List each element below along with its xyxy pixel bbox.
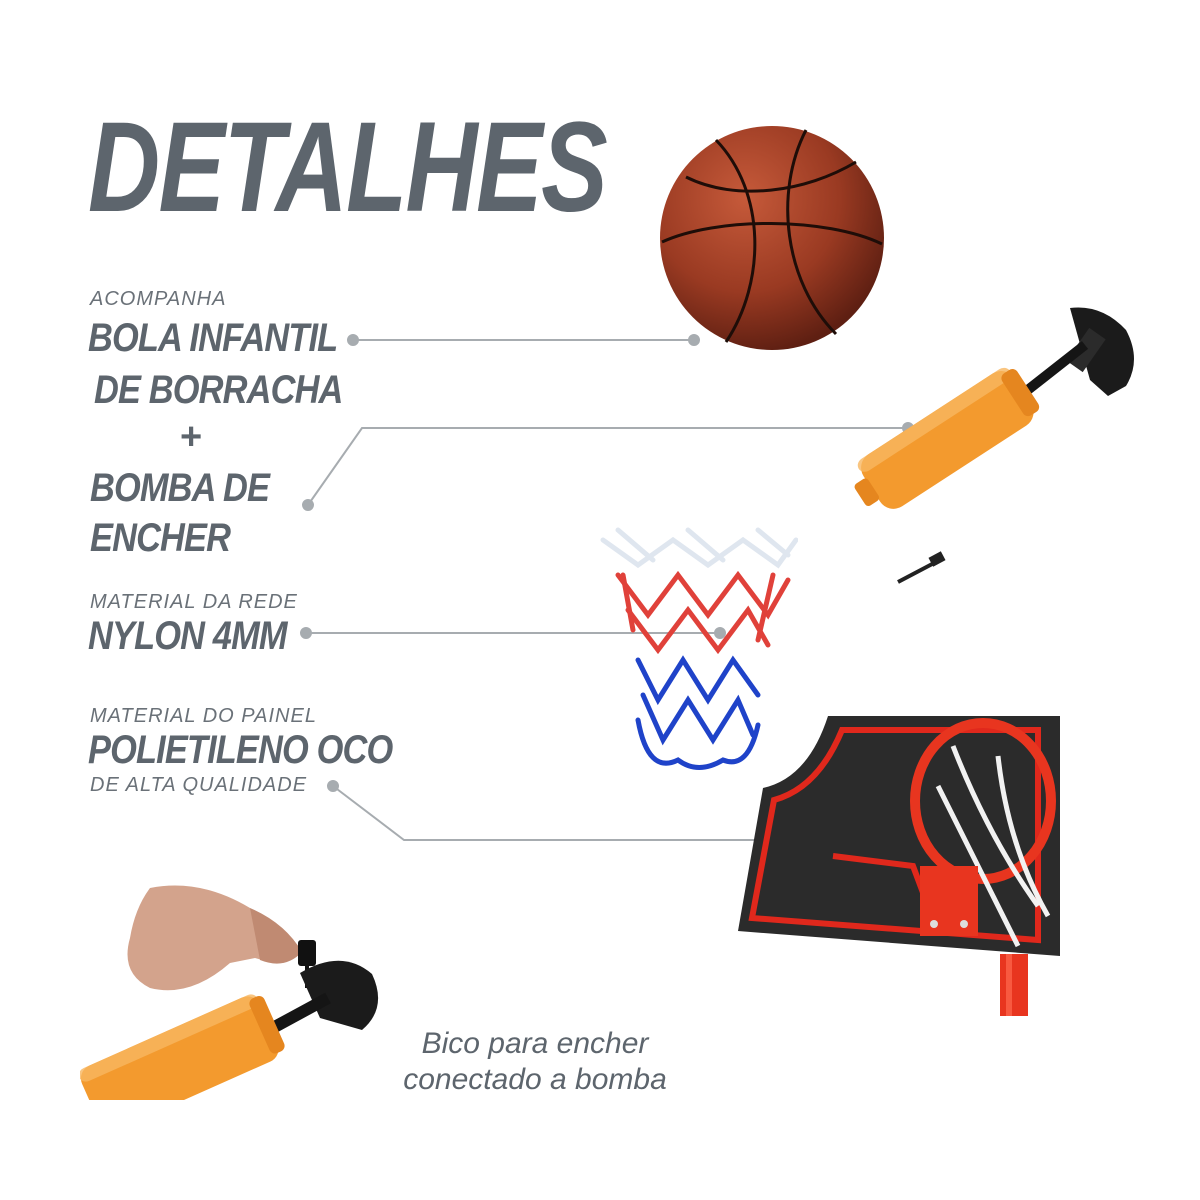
plus-sign: + <box>180 416 203 458</box>
net-kicker: MATERIAL DA REDE <box>90 591 298 613</box>
pump-line-1: BOMBA DE <box>90 466 270 510</box>
panel-sub: DE ALTA QUALIDADE <box>90 774 308 796</box>
basketball-image <box>660 126 884 350</box>
backboard-image <box>738 716 1060 1016</box>
panel-kicker: MATERIAL DO PAINEL <box>90 705 317 727</box>
pump-connector <box>307 427 908 506</box>
net-connector-dot-left <box>300 627 312 639</box>
pump-connector-dot-left <box>302 499 314 511</box>
nozzle-caption-line-1: Bico para encher <box>421 1027 649 1060</box>
page-title: DETALHES <box>88 96 608 239</box>
net-connector-dot-right <box>714 627 726 639</box>
net-image <box>600 527 798 770</box>
nozzle-caption-line-2: conectado a bomba <box>403 1063 667 1096</box>
panel-connector <box>332 785 913 841</box>
panel-material: POLIETILENO OCO <box>88 728 393 772</box>
pump-image <box>854 307 1134 584</box>
net-material: NYLON 4MM <box>88 614 288 658</box>
ball-line-1: BOLA INFANTIL <box>88 316 338 360</box>
pump-with-nozzle-image <box>80 885 379 1100</box>
ball-line-2: DE BORRACHA <box>94 368 343 412</box>
pump-line-2: ENCHER <box>90 516 231 560</box>
panel-connector-dot-left <box>327 780 339 792</box>
ball-kicker: ACOMPANHA <box>90 288 227 310</box>
ball-connector-dot-left <box>347 334 359 346</box>
ball-connector-dot-right <box>688 334 700 346</box>
nozzle-caption: Bico para encher conectado a bomba <box>395 1026 675 1098</box>
